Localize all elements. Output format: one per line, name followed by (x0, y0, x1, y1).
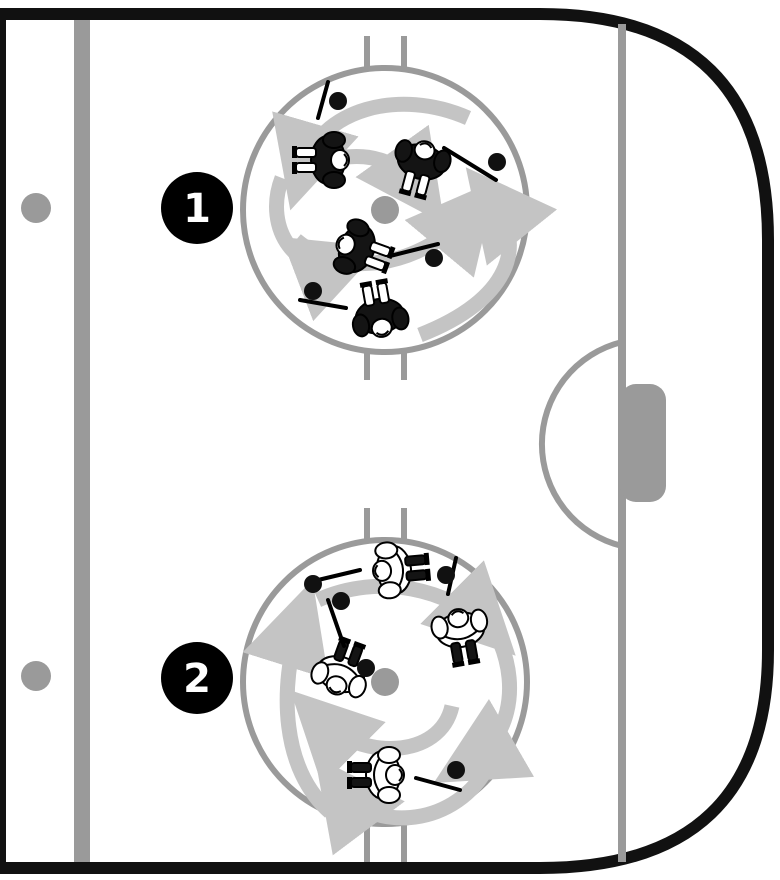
drill-label-2-text: 2 (183, 656, 211, 702)
drill-label-1-text: 1 (183, 186, 211, 232)
blue-line (74, 20, 90, 862)
goal-net (620, 384, 666, 502)
drill-label-2: 2 (161, 642, 233, 714)
neutral-zone-dot-top (21, 193, 51, 223)
drill-label-1: 1 (161, 172, 233, 244)
neutral-zone-dot-bottom (21, 661, 51, 691)
